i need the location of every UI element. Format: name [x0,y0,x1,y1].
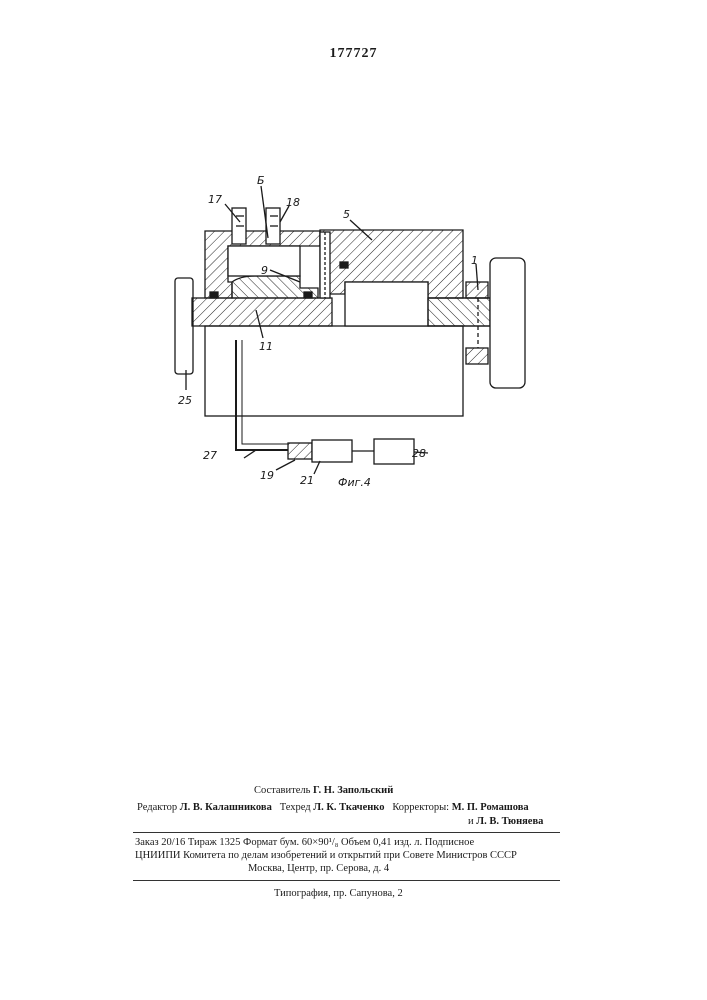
compiler-label: Составитель [254,785,310,796]
seal-left [210,292,218,298]
callout-25: 25 [178,394,192,407]
techred-label: Техред [280,802,311,813]
callout-28: 28 [412,447,426,460]
corrector-2-line: и Л. В. Тюняева [468,815,543,828]
printing-line: Типография, пр. Сапунова, 2 [274,887,403,900]
nozzle-19 [288,443,312,459]
seal-piston [304,292,312,298]
callout-17: 17 [208,193,222,206]
shaft-right-section [428,298,490,326]
imprint-rule-top [133,832,560,833]
corrector-2: Л. В. Тюняева [476,816,543,827]
housing-bore [345,282,428,326]
editor-label: Редактор [137,802,177,813]
callout-9: 9 [261,264,268,277]
right-wheel [490,258,525,388]
callout-5: 5 [343,208,350,221]
callout-1: 1 [471,254,478,267]
shaft-11 [192,298,332,326]
callout-19: 19 [260,469,274,482]
seal-housing [340,262,348,268]
callout-18: 18 [286,196,300,209]
callout-27: 27 [203,449,217,462]
compiler-name: Г. Н. Запольский [313,785,393,796]
corrector-1: М. П. Ромашова [452,802,529,813]
left-flange-25 [175,278,193,374]
techred-name: Л. К. Ткаченко [313,802,384,813]
institute-line: ЦНИИПИ Комитета по делам изобретений и о… [135,849,517,862]
imprint-rule-bottom [133,880,560,881]
order-line: Заказ 20/16 Тираж 1325 Формат бум. 60×90… [135,836,474,849]
staff-line: Редактор Л. В. Калашникова Техред Л. К. … [137,801,529,814]
callout-b: Б [257,174,265,187]
corrector-2-prefix: и [468,816,474,827]
callout-11: 11 [259,340,273,353]
sleeve-21 [312,440,352,462]
correctors-label: Корректоры: [392,802,449,813]
callout-21: 21 [300,474,314,487]
address-line: Москва, Центр, пр. Серова, д. 4 [248,862,389,875]
bearing-1-lower [466,348,488,364]
editor-name: Л. В. Калашникова [180,802,272,813]
lower-body [205,326,463,416]
box-28 [374,439,414,464]
figure-caption: Фиг.4 [338,476,371,489]
compiler-line: Составитель Г. Н. Запольский [254,784,393,797]
